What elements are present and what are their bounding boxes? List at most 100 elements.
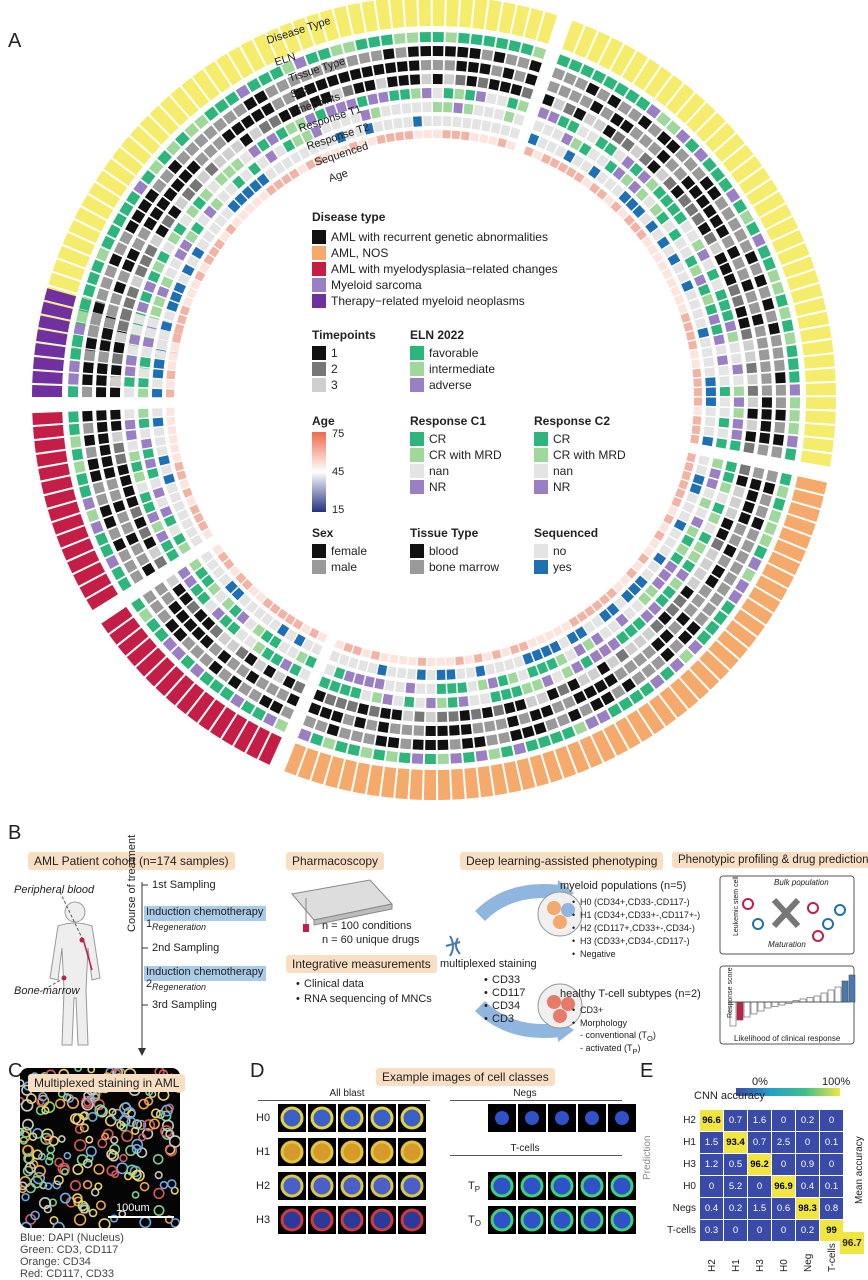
ring-cell [708,313,721,326]
ring-cell [568,89,583,104]
ring-cell [133,313,146,325]
ring-cell [186,600,201,615]
stained-cell [55,1098,66,1109]
ring-cell [295,650,308,664]
ring-cell [487,677,499,689]
ring-cell [603,673,618,688]
stained-cell [165,1103,175,1113]
ring-cell [469,47,481,60]
ring-cell [691,238,705,252]
tcell-thumb [548,1172,576,1200]
matrix-cell: 1.5 [700,1132,723,1153]
ring-cell [246,726,271,759]
ring-cell [588,165,601,179]
ring-cell [625,567,638,579]
legend-tissue-blood: blood [410,544,458,558]
ring-cell [686,492,699,504]
ring-cell [749,262,763,276]
ring-cell [437,769,451,800]
ring-cell [129,569,144,584]
ring-cell [218,573,232,587]
ring-cell [160,464,173,476]
ring-cell [237,209,250,221]
ring-cell [645,177,659,192]
matrix-cell: 0.3 [700,1220,723,1241]
ring-cell [339,144,351,155]
stained-cell [20,1127,25,1136]
ring-cell [742,339,755,351]
ring-cell [155,224,169,238]
ring-cell [227,199,241,213]
ring-cell [437,753,449,764]
ring-cell [361,0,379,33]
ring-cell [382,48,395,60]
tcells-rule [450,1155,622,1156]
ring-cell [789,384,800,396]
ring-cell [156,340,168,351]
ring-cell [557,85,572,99]
ring-cell [583,112,597,127]
ring-cell [293,56,308,70]
ring-cell [255,591,267,603]
stained-cell [111,1170,119,1179]
tcell-thumb [518,1206,546,1234]
ring-cell [449,725,460,736]
ring-cell [721,235,735,249]
circos-rings [32,0,837,800]
ring-cell [135,552,150,567]
ring-cell [96,288,110,302]
ring-cell [96,410,107,421]
ring-cell [131,597,146,613]
ring-cell [662,219,676,233]
ring-cell [154,349,167,360]
ring-cell [701,436,714,447]
ring-cell [623,659,638,674]
ring-cell [603,723,629,756]
ring-cell [357,138,368,149]
blast-thumb [278,1104,306,1132]
ring-cell [691,359,701,369]
ring-cell [583,685,598,699]
ring-cell [163,515,177,528]
ring-cell [229,565,241,577]
ring-cell [149,105,179,136]
ring-cell [140,169,156,185]
ring-cell [234,192,248,206]
ring-cell [433,130,442,139]
stained-cell [53,1175,64,1186]
ring-cell [437,697,447,708]
ring-cell [113,342,125,354]
ring-cell [684,461,694,472]
ring-cell [148,159,164,175]
ring-cell [713,334,725,346]
col-label: H1 [731,1259,742,1272]
ring-cell [247,144,262,159]
ring-cell [627,582,642,596]
ring-cell [241,579,253,591]
ring-cell [32,411,63,425]
ring-cell [248,126,263,141]
ring-cell [135,647,166,677]
ring-cell [646,104,661,119]
ring-cell [695,464,708,476]
ring-cell [227,621,241,635]
ring-cell [68,373,79,385]
ring-cell [445,0,459,27]
ring-cell [124,387,135,398]
ring-cell [87,458,100,471]
ring-cell [649,203,663,217]
ring-cell [673,166,688,181]
row-label-tp: TP [468,1180,481,1195]
ring-cell [694,317,707,329]
stained-cell [166,1179,177,1189]
ring-cell [691,593,706,608]
ring-cell [738,317,751,329]
scale-bar [108,1216,174,1218]
ring-cell [161,241,176,255]
ring-cell [511,685,523,698]
ring-cell [625,89,640,104]
ring-cell [228,604,243,618]
ring-cell [198,262,210,274]
ring-cell [377,721,390,733]
ring-cell [740,328,753,340]
